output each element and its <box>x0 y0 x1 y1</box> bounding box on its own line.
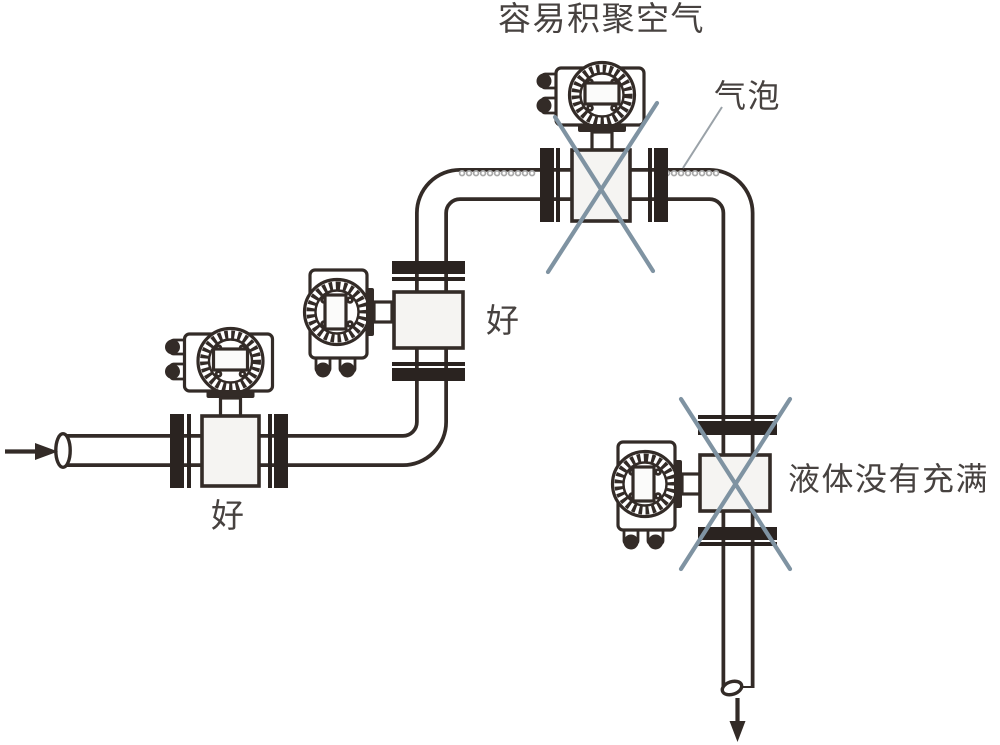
transmitter-head-icon <box>305 270 393 378</box>
flowmeter-vertical-drop <box>613 396 793 572</box>
label-air-bubble: 气泡 <box>714 78 782 114</box>
flowmeter-horizontal-inlet <box>165 329 288 488</box>
rejected-x-mark <box>545 100 660 275</box>
label-good-vertical: 好 <box>486 302 521 339</box>
label-good-horizontal: 好 <box>211 497 246 534</box>
pipe-run <box>54 168 755 697</box>
pipe-outlet-opening <box>720 679 744 697</box>
flow-in-arrow <box>5 443 58 460</box>
flowmeter-top-horizontal <box>537 63 668 275</box>
transmitter-head-icon <box>613 442 701 550</box>
label-liquid-not-full: 液体没有充满 <box>788 461 990 497</box>
flow-out-arrow <box>729 698 746 742</box>
transmitter-head-icon <box>165 329 273 417</box>
flowmeter-vertical-riser <box>305 261 465 381</box>
bubble-leader-line <box>682 106 723 169</box>
rejected-x-mark <box>678 396 793 572</box>
pipe-inlet-opening <box>54 432 72 470</box>
transmitter-head-icon <box>537 63 645 151</box>
label-top-warning: 容易积聚空气 <box>498 0 705 37</box>
